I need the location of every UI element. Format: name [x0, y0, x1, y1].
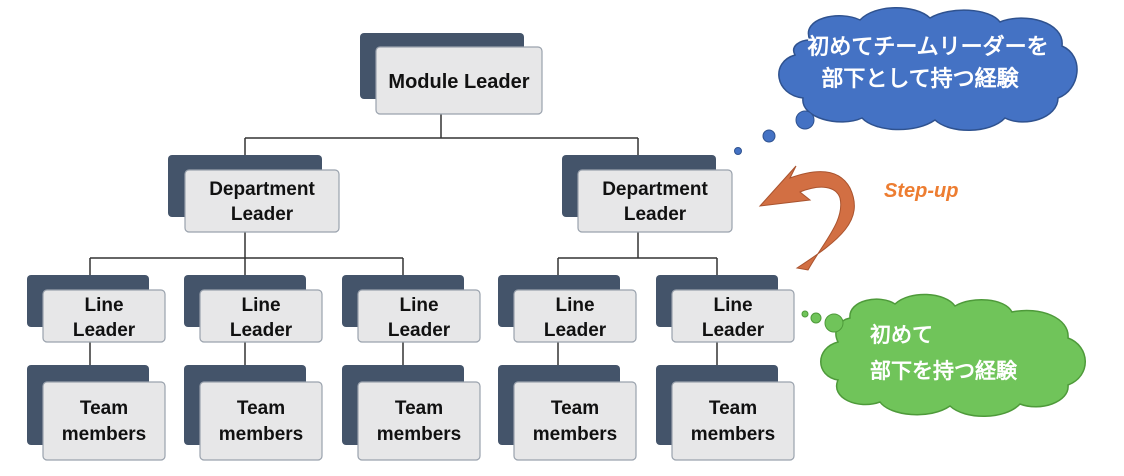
node-face — [671, 381, 795, 461]
node-face — [671, 289, 795, 343]
node-label-line2: members — [62, 424, 147, 445]
green-cloud-shape — [820, 293, 1086, 417]
node-label-line1: Team — [237, 398, 285, 419]
node-face — [357, 381, 481, 461]
line-leader-node-1: Line Leader — [27, 275, 166, 343]
team-members-node-3: Team members — [342, 365, 481, 461]
node-label-line2: Leader — [230, 320, 293, 341]
node-label-line2: Leader — [624, 204, 687, 225]
node-label-line2: members — [691, 424, 776, 445]
node-label-line1: Line — [555, 295, 594, 316]
node-label-line2: members — [533, 424, 618, 445]
blue-thought-cloud: 初めてチームリーダーを 部下として持つ経験 — [734, 7, 1078, 155]
blue-cloud-bubble-large — [795, 110, 815, 130]
stepup-label: Step-up — [884, 180, 958, 202]
node-label-line1: Team — [80, 398, 128, 419]
node-face — [184, 169, 340, 233]
green-cloud-bubble-medium — [810, 312, 822, 324]
blue-cloud-bubble-medium — [762, 129, 776, 143]
node-label-line1: Department — [209, 179, 315, 200]
node-label-line2: Leader — [702, 320, 765, 341]
module-leader-node: Module Leader — [360, 33, 543, 115]
green-thought-cloud: 初めて 部下を持つ経験 — [801, 293, 1086, 417]
node-face — [513, 289, 637, 343]
node-label-line2: Leader — [231, 204, 294, 225]
green-cloud-text-line2: 部下を持つ経験 — [870, 359, 1018, 383]
node-face — [42, 289, 166, 343]
connector-dept-left-lines — [89, 230, 404, 290]
green-cloud-bubble-small — [801, 310, 809, 318]
line-leader-node-5: Line Leader — [656, 275, 795, 343]
node-label-line1: Team — [395, 398, 443, 419]
green-cloud-text-line1: 初めて — [870, 323, 933, 347]
green-cloud-bubble-large — [824, 313, 844, 333]
blue-cloud-text-line2: 部下として持つ経験 — [821, 66, 1019, 92]
team-members-node-5: Team members — [656, 365, 795, 461]
department-leader-node-left: Department Leader — [168, 155, 340, 233]
node-label-line1: Line — [399, 295, 438, 316]
node-face — [42, 381, 166, 461]
node-label-line1: Line — [84, 295, 123, 316]
blue-cloud-bubble-small — [734, 147, 742, 155]
line-leader-node-3: Line Leader — [342, 275, 481, 343]
node-label-line1: Department — [602, 179, 708, 200]
node-face — [199, 289, 323, 343]
node-face — [513, 381, 637, 461]
node-face — [577, 169, 733, 233]
node-label-line2: Leader — [73, 320, 136, 341]
team-members-node-2: Team members — [184, 365, 323, 461]
node-face — [375, 46, 543, 115]
department-leader-node-right: Department Leader — [562, 155, 733, 233]
node-face — [357, 289, 481, 343]
node-label-line1: Line — [713, 295, 752, 316]
connector-dept-right-lines — [557, 230, 718, 290]
node-label-line1: Line — [241, 295, 280, 316]
node-label-line2: members — [219, 424, 304, 445]
team-members-node-1: Team members — [27, 365, 166, 461]
blue-cloud-text-line1: 初めてチームリーダーを — [807, 34, 1048, 60]
blue-cloud-shape — [778, 7, 1078, 131]
line-leader-node-2: Line Leader — [184, 275, 323, 343]
node-face — [199, 381, 323, 461]
line-leader-node-4: Line Leader — [498, 275, 637, 343]
stepup-arrow — [758, 165, 855, 271]
stepup-arrow-shape — [758, 165, 855, 271]
node-label-line2: Leader — [544, 320, 607, 341]
node-label-line1: Team — [709, 398, 757, 419]
connector-module-dept — [244, 113, 639, 171]
node-label: Module Leader — [388, 71, 529, 93]
node-label-line1: Team — [551, 398, 599, 419]
node-label-line2: Leader — [388, 320, 451, 341]
node-label-line2: members — [377, 424, 462, 445]
team-members-node-4: Team members — [498, 365, 637, 461]
connector-lines — [89, 113, 718, 392]
